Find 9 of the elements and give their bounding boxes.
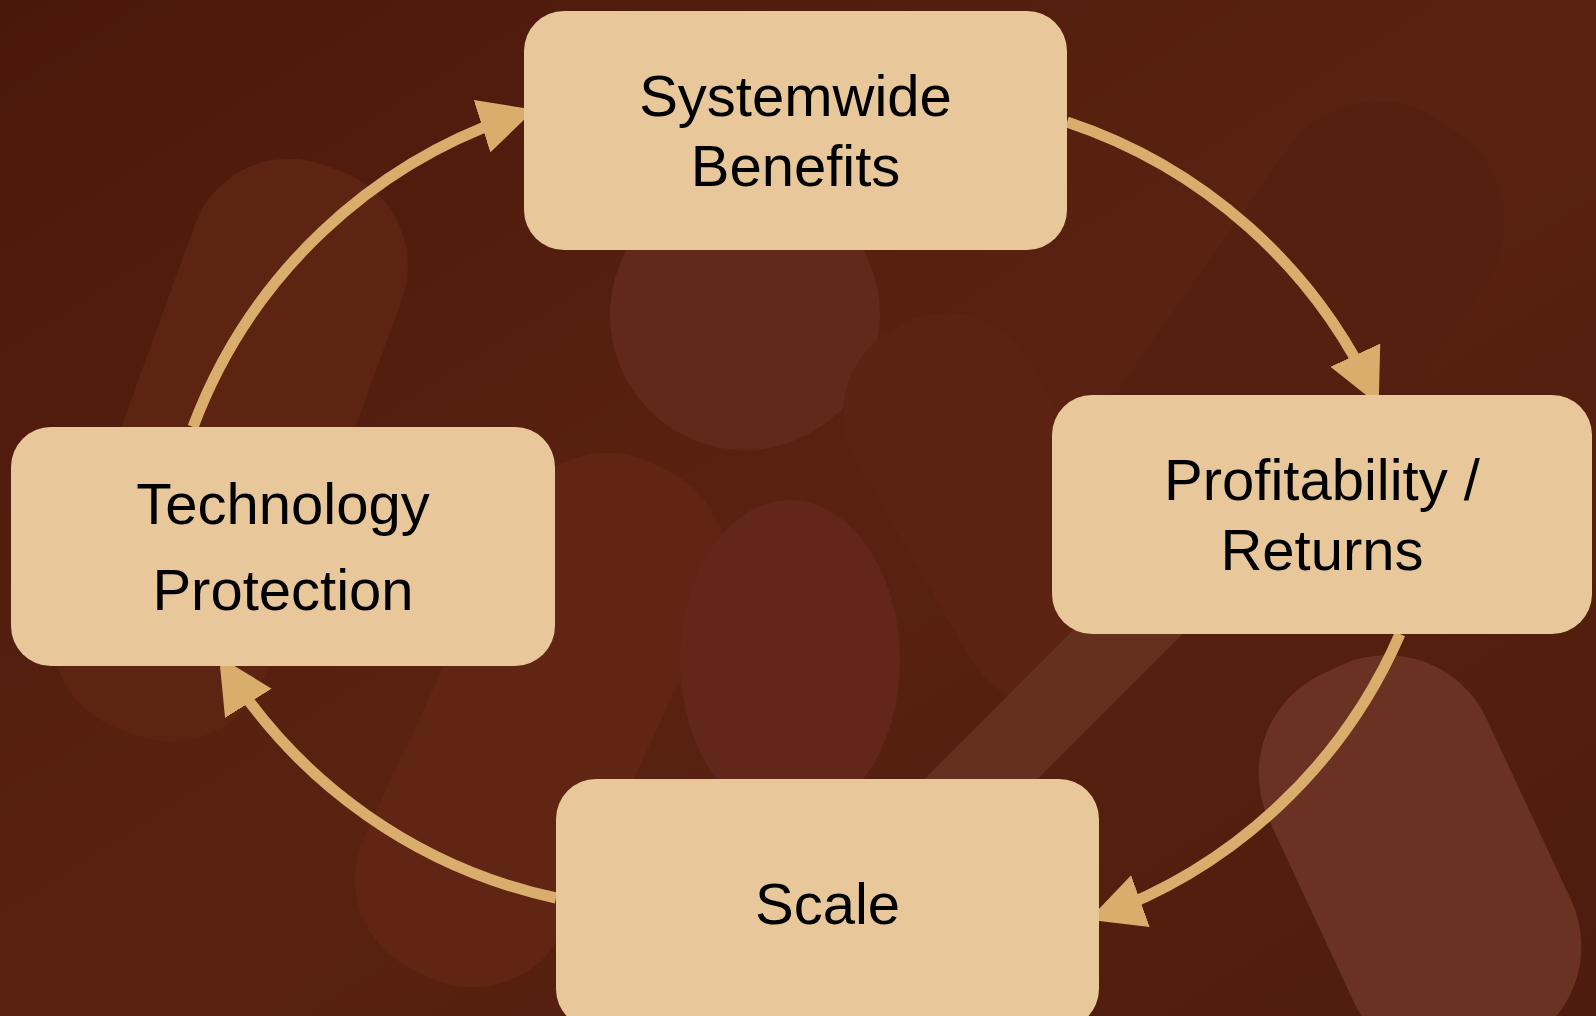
- process-box: [524, 11, 1067, 250]
- box-label: Systemwide Benefits: [638, 61, 953, 200]
- box-label: Technology: [136, 469, 430, 538]
- process-box: [556, 779, 1099, 1016]
- box-label: Scale: [754, 870, 901, 939]
- process-box: [11, 427, 555, 666]
- box-label: Profitability / Returns: [1163, 445, 1481, 584]
- process-box: [1052, 395, 1592, 634]
- box-label: Protection: [152, 555, 414, 624]
